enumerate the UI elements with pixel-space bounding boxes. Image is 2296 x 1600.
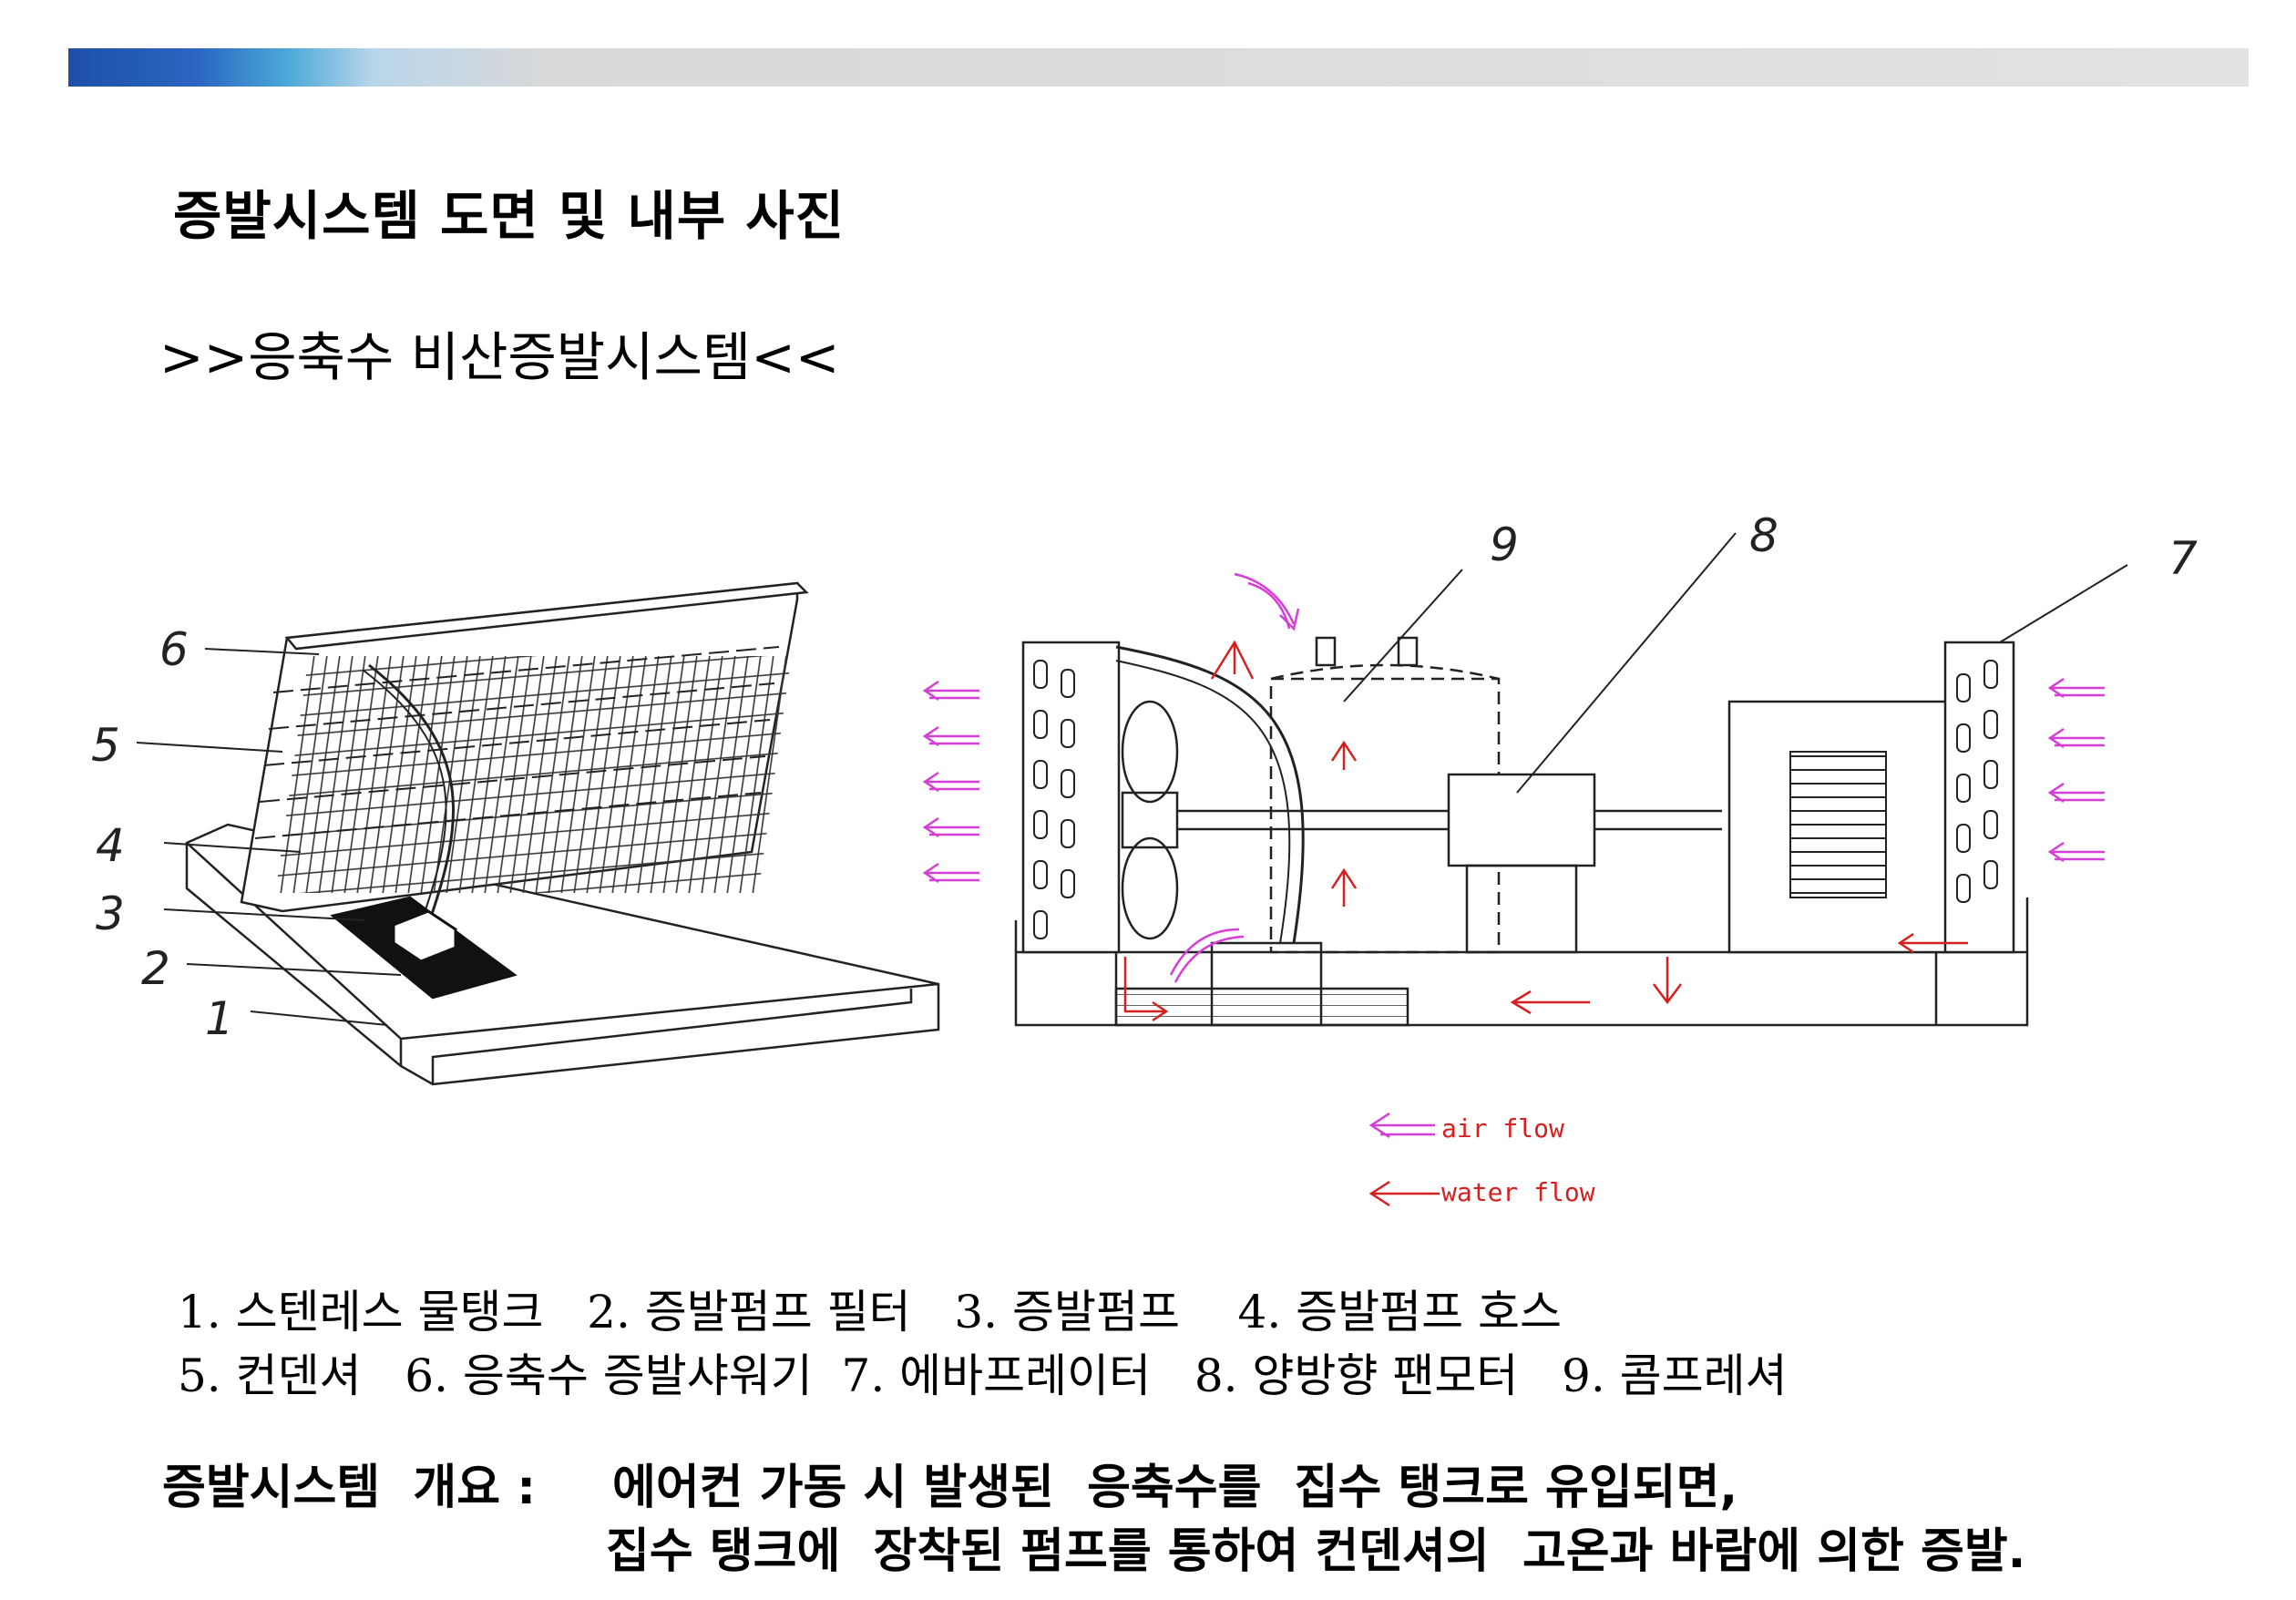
air-flow-label: air flow [1441,1113,1564,1144]
callout-3: 3 [96,887,125,940]
parts-legend-line-1: 1. 스텐레스 물탱크 2. 증발펌프 필터 3. 증발펌프 4. 증발펌프 호… [178,1286,1563,1338]
water-flow-label: water flow [1441,1177,1595,1207]
callout-2: 2 [141,942,170,995]
left-fan-blade-top [1121,700,1179,804]
header-accent-bar [68,48,2249,87]
section-view-drawing [1014,532,2128,1027]
evaporator-coil [1943,641,2015,954]
water-flow-legend-arrow [1368,1180,1440,1207]
isometric-unit-drawing [136,581,940,1086]
air-flow-legend-arrow [1368,1112,1435,1139]
bidirectional-fan-motor [1447,773,1596,867]
callout-8: 8 [1749,509,1778,562]
callout-9: 9 [1490,518,1519,571]
summary-line-2: 집수 탱크에 장착된 펌프를 통하여 컨덴셔의 고온과 바람에 의한 증발. [606,1524,2026,1579]
left-fan-blade-bottom [1121,836,1179,940]
flow-legend: air flow water flow [1368,1112,1595,1207]
air-arrow-curve-bottom [1169,928,1245,983]
air-flow-arrows [922,572,2105,983]
callout-4: 4 [96,819,125,872]
page-subtitle: >>응축수 비산증발시스템<< [159,326,840,388]
air-arrows-right [2047,677,2105,863]
collection-tank [1114,987,1409,1027]
summary-line-1: 에어컨 가동 시 발생된 응축수를 집수 탱크로 유입되면, [612,1461,1738,1515]
callout-5: 5 [91,719,120,772]
air-arrow-curve-top [1234,572,1300,631]
callout-1: 1 [205,992,234,1045]
water-flow-arrows [1123,640,1968,1022]
air-arrows-left [922,680,979,884]
summary-label: 증발시스템 개요 : [162,1461,536,1515]
callout-7: 7 [2168,532,2198,585]
evaporator-unit [1727,700,1950,954]
parts-legend-line-2: 5. 컨덴셔 6. 응축수 증발샤워기 7. 에바프레이터 8. 양방향 팬모터… [178,1349,1788,1402]
pump-hose [368,663,455,926]
evaporation-pump [392,909,457,963]
page-title: 증발시스템 도면 및 내부 사진 [173,185,846,247]
callout-6: 6 [159,623,189,676]
